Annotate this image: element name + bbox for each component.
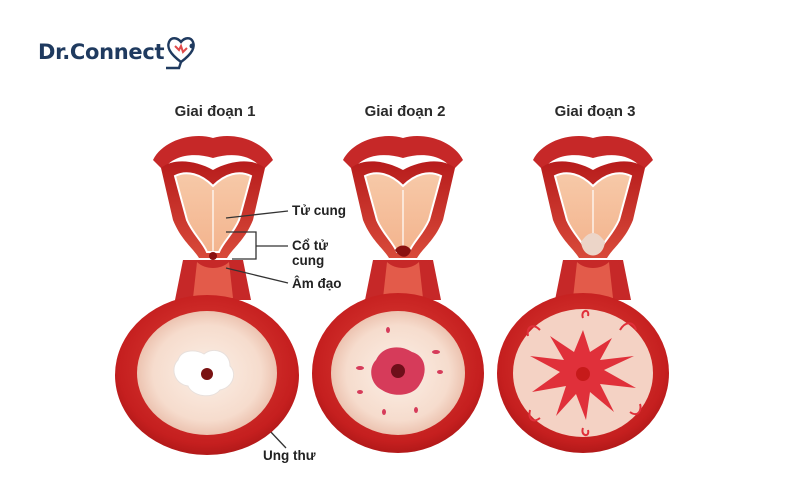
label-cancer: Ung thư — [263, 448, 316, 463]
stage-2-tumor — [391, 364, 405, 378]
stage-3-uterus — [533, 136, 653, 300]
stage-1-tumor — [201, 368, 213, 380]
label-cervix: Cổ tử cung — [292, 238, 328, 268]
label-cervix-line1: Cổ tử — [292, 238, 328, 253]
label-cervix-line2: cung — [292, 253, 328, 268]
stage-3-tumor — [576, 367, 590, 381]
stage-2-cervix-view — [312, 293, 484, 453]
label-uterus: Tử cung — [292, 203, 346, 218]
stage-1-cervix-view — [115, 295, 299, 455]
stage-3-cervix-view — [497, 293, 669, 453]
stage-2-uterus — [343, 136, 463, 300]
stage-1-lesion — [209, 252, 217, 260]
label-vagina: Âm đạo — [292, 276, 342, 291]
